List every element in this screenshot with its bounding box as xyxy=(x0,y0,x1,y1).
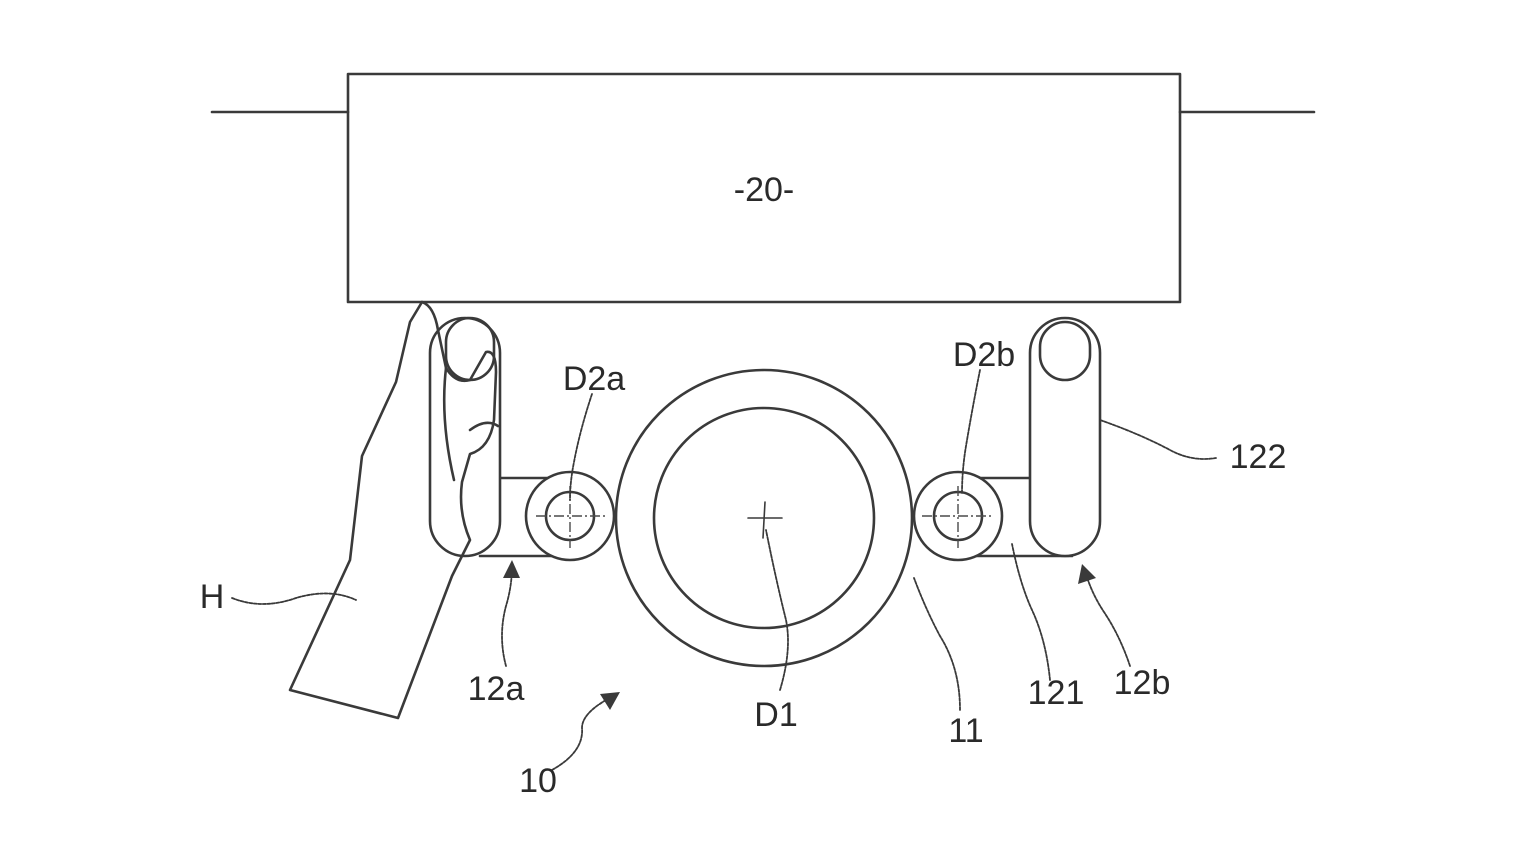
label-10: 10 xyxy=(519,762,557,800)
label-d2a: D2a xyxy=(563,360,625,398)
label-12a: 12a xyxy=(468,670,525,708)
leader-121 xyxy=(1011,543,1051,681)
wheel-inner-ring xyxy=(652,406,876,630)
label-121: 121 xyxy=(1028,674,1085,712)
arrow-12a-head xyxy=(503,560,520,578)
label-d1: D1 xyxy=(754,696,797,734)
leader-d1 xyxy=(765,529,789,691)
wheel-center-mark-v xyxy=(762,501,766,539)
leader-h xyxy=(231,592,357,605)
grip-122-inner xyxy=(1038,320,1092,382)
leader-122 xyxy=(1099,419,1217,460)
component-20-box xyxy=(346,72,1182,304)
label-d2b: D2b xyxy=(953,336,1015,374)
label-h: H xyxy=(200,578,225,616)
arrow-10-head xyxy=(600,692,620,710)
hand-outline xyxy=(288,300,498,720)
label-122: 122 xyxy=(1230,438,1287,476)
arrow-12b-line xyxy=(1085,573,1131,667)
hub-d2a xyxy=(524,470,616,562)
leader-11 xyxy=(913,577,961,711)
component-20-label: -20- xyxy=(734,171,794,209)
arrow-12a-line xyxy=(501,565,513,667)
arrow-10-line xyxy=(551,699,607,771)
leader-d2a xyxy=(569,393,593,501)
label-11: 11 xyxy=(948,712,983,750)
hand-finger-detail xyxy=(442,366,500,482)
grip-122-outer xyxy=(1028,316,1102,558)
leader-d2b xyxy=(961,369,981,495)
arrow-12b-head xyxy=(1078,564,1096,584)
label-12b: 12b xyxy=(1114,664,1171,702)
